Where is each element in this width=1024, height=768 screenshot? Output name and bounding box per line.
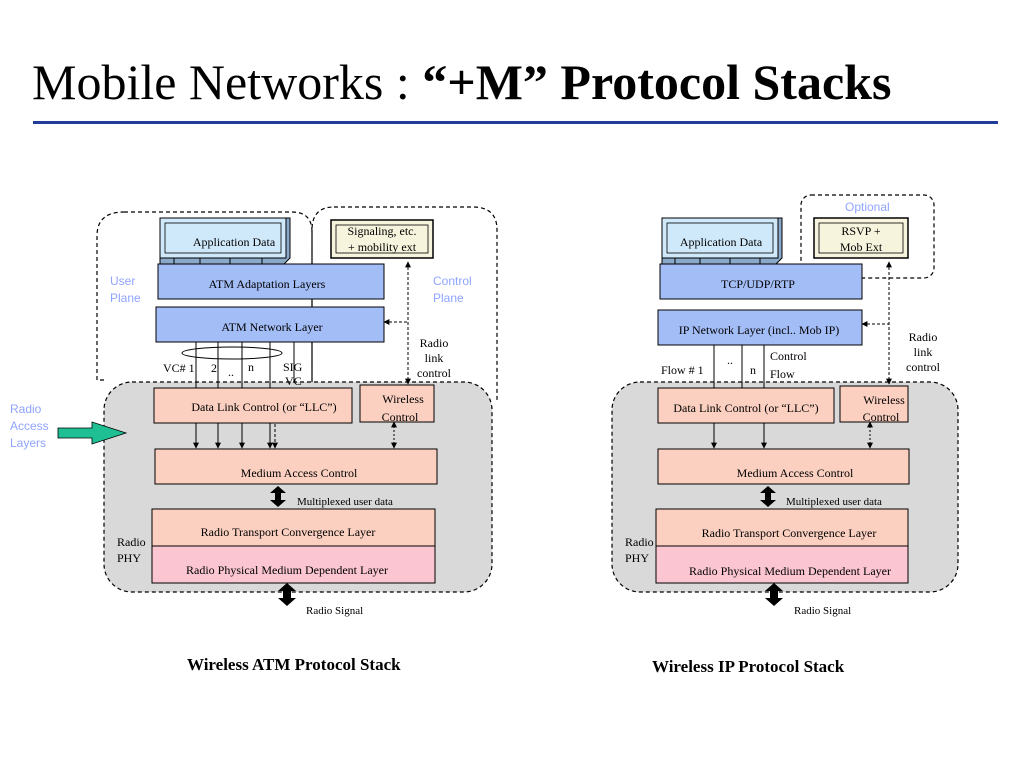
- atm-vc-dots-label: ..: [228, 365, 234, 379]
- ip-app-data-label: Application Data: [680, 235, 763, 249]
- ip-control-flow-2: Flow: [770, 367, 795, 381]
- ip-rtc-box: [655, 508, 909, 547]
- ip-radio-phy-2: PHY: [625, 551, 649, 565]
- atm-radio-signal-arrow: [278, 583, 296, 606]
- atm-rtc-box: [151, 508, 436, 547]
- ip-dlc-label: Data Link Control (or “LLC”): [673, 401, 818, 415]
- ip-radio-link-control-1: Radio: [909, 330, 938, 344]
- atm-sig-vc-2: VC: [285, 374, 302, 388]
- atm-mac-label: Medium Access Control: [241, 466, 358, 480]
- ip-radio-signal-arrow: [765, 583, 783, 606]
- ip-flow-dots-label: ..: [727, 353, 733, 367]
- ip-rpmd-label: Radio Physical Medium Dependent Layer: [689, 564, 891, 578]
- ip-optional-label: Optional: [845, 200, 890, 214]
- atm-user-plane-label-2: Plane: [110, 291, 141, 305]
- ip-optional-outline: [800, 194, 935, 279]
- atm-control-plane-label-2: Plane: [433, 291, 464, 305]
- atm-adaptation-layers-box: [157, 263, 385, 300]
- ip-wireless-control-1: Wireless: [863, 393, 905, 407]
- ip-wireless-control-2: Control: [863, 410, 900, 424]
- atm-caption: Wireless ATM Protocol Stack: [187, 655, 401, 674]
- title-rule: [33, 121, 998, 124]
- ip-tcp-label: TCP/UDP/RTP: [721, 277, 795, 291]
- atm-radio-phy-2: PHY: [117, 551, 141, 565]
- ip-flow1-label: Flow # 1: [661, 363, 704, 377]
- ip-radio-signal-label: Radio Signal: [794, 605, 851, 617]
- radio-access-label-1: Radio: [10, 402, 42, 416]
- ip-caption: Wireless IP Protocol Stack: [652, 657, 845, 676]
- atm-radio-phy-1: Radio: [117, 535, 146, 549]
- radio-access-label-2: Access: [10, 419, 49, 433]
- atm-signaling-line2: + mobility ext: [348, 240, 417, 254]
- atm-rtc-label: Radio Transport Convergence Layer: [201, 525, 376, 539]
- atm-user-plane-label-1: User: [110, 274, 135, 288]
- ip-network-layer-label: IP Network Layer (incl.. Mob IP): [679, 323, 840, 337]
- ip-radio-link-control-2: link: [914, 345, 933, 359]
- atm-app-data-label: Application Data: [193, 235, 276, 249]
- ip-network-layer-box: [657, 309, 863, 346]
- title-bold-text: “+M” Protocol Stacks: [422, 54, 892, 110]
- atm-rpmd-label: Radio Physical Medium Dependent Layer: [186, 563, 388, 577]
- atm-mux-arrow: [270, 486, 286, 507]
- ip-mac-box: [657, 448, 910, 485]
- atm-vc-ellipse: [181, 346, 283, 360]
- atm-wireless-control-2: Control: [382, 410, 419, 424]
- atm-control-plane-outline: [311, 206, 498, 400]
- radio-access-arrow: [57, 421, 128, 445]
- atm-radio-link-control-2: link: [425, 351, 444, 365]
- ip-radio-phy-1: Radio: [625, 535, 654, 549]
- title-text: Mobile Networks :: [32, 54, 423, 110]
- ip-rpmd-box: [655, 545, 909, 584]
- atm-dlc-label: Data Link Control (or “LLC”): [191, 400, 336, 414]
- atm-user-plane-outline: [96, 211, 313, 382]
- atm-rpmd-box: [151, 545, 436, 584]
- atm-wireless-control-1: Wireless: [382, 392, 424, 406]
- ip-dlc-box: [657, 387, 835, 424]
- ip-flown-label: n: [750, 363, 756, 377]
- atm-vcn-label: n: [248, 360, 254, 374]
- radio-access-label-3: Layers: [10, 436, 46, 450]
- atm-sig-vc-1: SIG: [283, 360, 303, 374]
- ip-rtc-label: Radio Transport Convergence Layer: [702, 526, 877, 540]
- atm-adaptation-layers-label: ATM Adaptation Layers: [209, 277, 326, 291]
- atm-radio-link-control-1: Radio: [420, 336, 449, 350]
- atm-vc2-label: 2: [211, 361, 217, 375]
- ip-wireless-control-box: [839, 385, 909, 423]
- page-title: Mobile Networks : “+M” Protocol Stacks: [32, 50, 891, 114]
- ip-mux-label: Multiplexed user data: [786, 496, 882, 508]
- ip-stack: Optional Application Data RSVP + Mob Ext…: [611, 194, 959, 617]
- ip-control-flow-1: Control: [770, 349, 807, 363]
- atm-radio-link-control-3: control: [417, 366, 452, 380]
- atm-network-layer-label: ATM Network Layer: [221, 320, 322, 334]
- ip-tcp-box: [659, 263, 863, 300]
- atm-vc1-label: VC# 1: [163, 361, 195, 375]
- atm-stack: Application Data Signaling, etc. + mobil…: [96, 206, 498, 617]
- atm-control-plane-label-1: Control: [433, 274, 472, 288]
- atm-mux-label: Multiplexed user data: [297, 496, 393, 508]
- ip-rsvp-line1: RSVP +: [841, 224, 881, 238]
- ip-rsvp-line2: Mob Ext: [840, 240, 883, 254]
- ip-mux-arrow: [760, 486, 776, 507]
- atm-mac-box: [154, 448, 438, 485]
- atm-dlc-box: [153, 387, 353, 424]
- ip-mac-label: Medium Access Control: [737, 466, 854, 480]
- atm-signaling-line1: Signaling, etc.: [348, 224, 417, 238]
- atm-radio-signal-label: Radio Signal: [306, 605, 363, 617]
- ip-radio-link-control-3: control: [906, 360, 941, 374]
- atm-wireless-control-box: [359, 384, 435, 423]
